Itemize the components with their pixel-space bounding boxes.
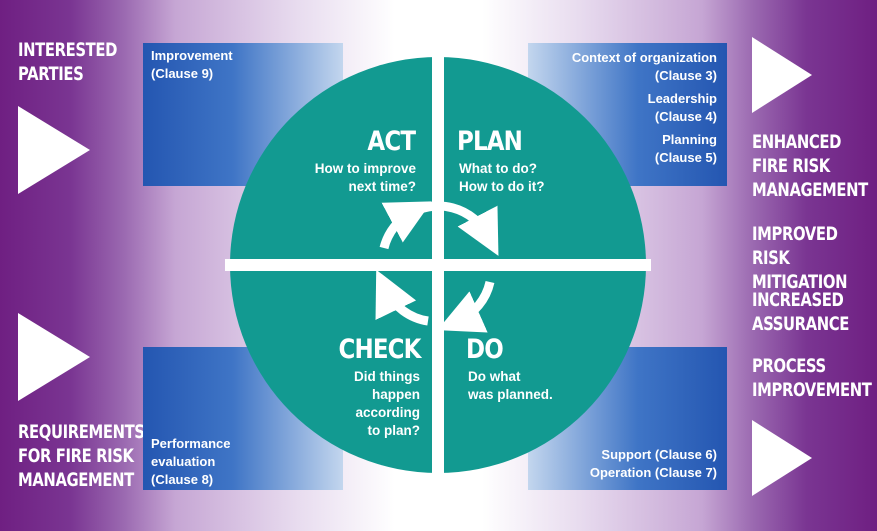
cycle-arrow-do-icon <box>437 280 495 333</box>
interested-parties-label: INTERESTED PARTIES <box>18 39 117 85</box>
outcome-assurance-label: INCREASED ASSURANCE <box>752 289 849 335</box>
plan-title: PLAN <box>457 126 523 157</box>
outcome-enhanced-label: ENHANCED FIRE RISK MANAGEMENT <box>752 131 868 201</box>
wheel-divider-horizontal <box>225 259 651 271</box>
clause-4-text: Leadership (Clause 4) <box>647 91 717 124</box>
clause-9-text: Improvement (Clause 9) <box>151 48 233 81</box>
act-title: ACT <box>367 126 416 157</box>
clause-3-text: Context of organization (Clause 3) <box>571 50 717 83</box>
clause-8-text: Performance evaluation (Clause 8) <box>151 436 231 487</box>
do-title: DO <box>466 334 504 365</box>
check-text: Did things happen according to plan? <box>354 369 420 438</box>
output-arrow-top-icon <box>752 37 812 113</box>
cycle-arrow-act-icon <box>379 201 432 250</box>
output-arrow-bottom-icon <box>752 420 812 496</box>
input-arrow-top-icon <box>18 106 90 194</box>
requirements-label: REQUIREMENTS FOR FIRE RISK MANAGEMENT <box>18 421 145 491</box>
input-arrow-bottom-icon <box>18 313 90 401</box>
clause-6-7-text: Support (Clause 6) Operation (Clause 7) <box>589 447 717 480</box>
outcome-mitigation-label: IMPROVED RISK MITIGATION <box>752 223 848 293</box>
act-text: How to improve next time? <box>314 161 416 194</box>
cycle-arrow-check-icon <box>375 269 429 326</box>
outcome-process-label: PROCESS IMPROVEMENT <box>752 355 872 401</box>
clause-5-text: Planning (Clause 5) <box>654 132 717 165</box>
check-title: CHECK <box>338 334 422 365</box>
do-text: Do what was planned. <box>468 369 553 402</box>
plan-text: What to do? How to do it? <box>459 161 545 194</box>
